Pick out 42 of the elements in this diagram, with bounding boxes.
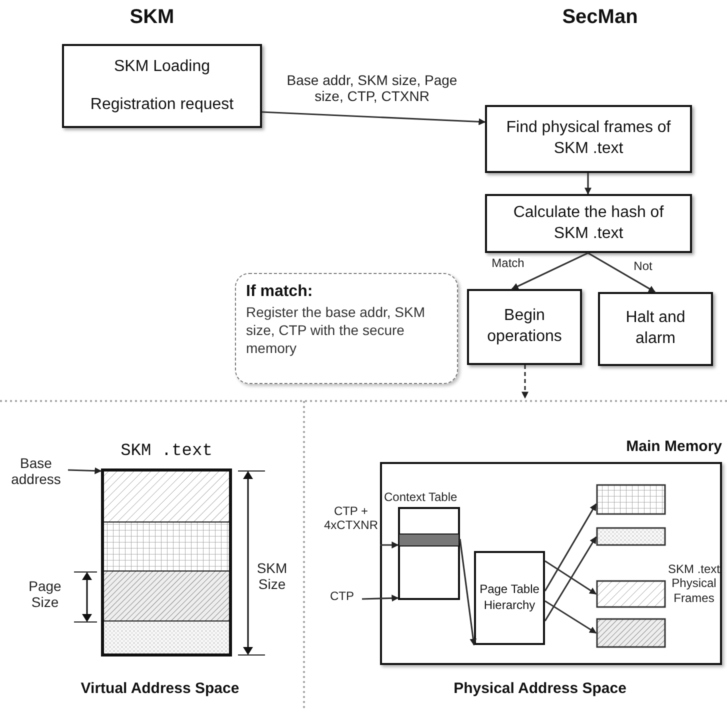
process-box — [485, 194, 692, 253]
annotation-text: CTP — [322, 590, 362, 606]
arrow — [459, 538, 477, 646]
process-box — [467, 289, 582, 365]
process-box — [62, 44, 262, 128]
box-text: Calculate the hash of SKM .text — [512, 202, 665, 244]
arrow — [544, 560, 597, 595]
arrow — [262, 111, 486, 126]
arrow — [511, 252, 588, 290]
process-box — [485, 105, 692, 173]
box-text: Halt and alarm — [624, 308, 686, 349]
note-heading: If match: — [246, 282, 314, 302]
annotation-text: CTP + 4xCTXNR — [322, 505, 380, 545]
arrow — [544, 503, 597, 592]
section-title: Virtual Address Space — [80, 680, 240, 697]
process-box — [474, 551, 545, 645]
box-text: Page Table Hierarchy — [478, 582, 540, 614]
arrow — [544, 536, 597, 622]
segment-heading: SKM .text — [120, 442, 214, 463]
process-box — [598, 292, 713, 366]
arrow — [584, 173, 592, 195]
box-text: SKM Loading — [114, 56, 210, 77]
annotation-text: Base address — [4, 455, 68, 493]
box-text: Begin operations — [486, 306, 563, 347]
note-text: Register the base addr, SKM size, CTP with the secure memory — [246, 302, 426, 358]
arrow — [588, 252, 656, 293]
arrow — [522, 365, 528, 399]
arrow — [68, 467, 102, 474]
box-text: Find physical frames of SKM .text — [505, 118, 672, 159]
column-heading: SKM — [128, 6, 176, 29]
note-box — [235, 273, 458, 384]
arrow — [380, 542, 399, 548]
frames-label: SKM .text Physical Frames — [667, 562, 721, 606]
arrow — [362, 594, 399, 602]
column-heading: SecMan — [561, 6, 639, 29]
section-title: Physical Address Space — [452, 680, 628, 697]
dimension-label: Page Size — [28, 578, 62, 610]
memory-heading: Main Memory — [625, 438, 722, 457]
dimension-label: SKM Size — [256, 560, 288, 592]
box-text: Registration request — [90, 94, 234, 115]
arrow — [544, 600, 597, 634]
table-heading: Context Table — [384, 490, 458, 506]
